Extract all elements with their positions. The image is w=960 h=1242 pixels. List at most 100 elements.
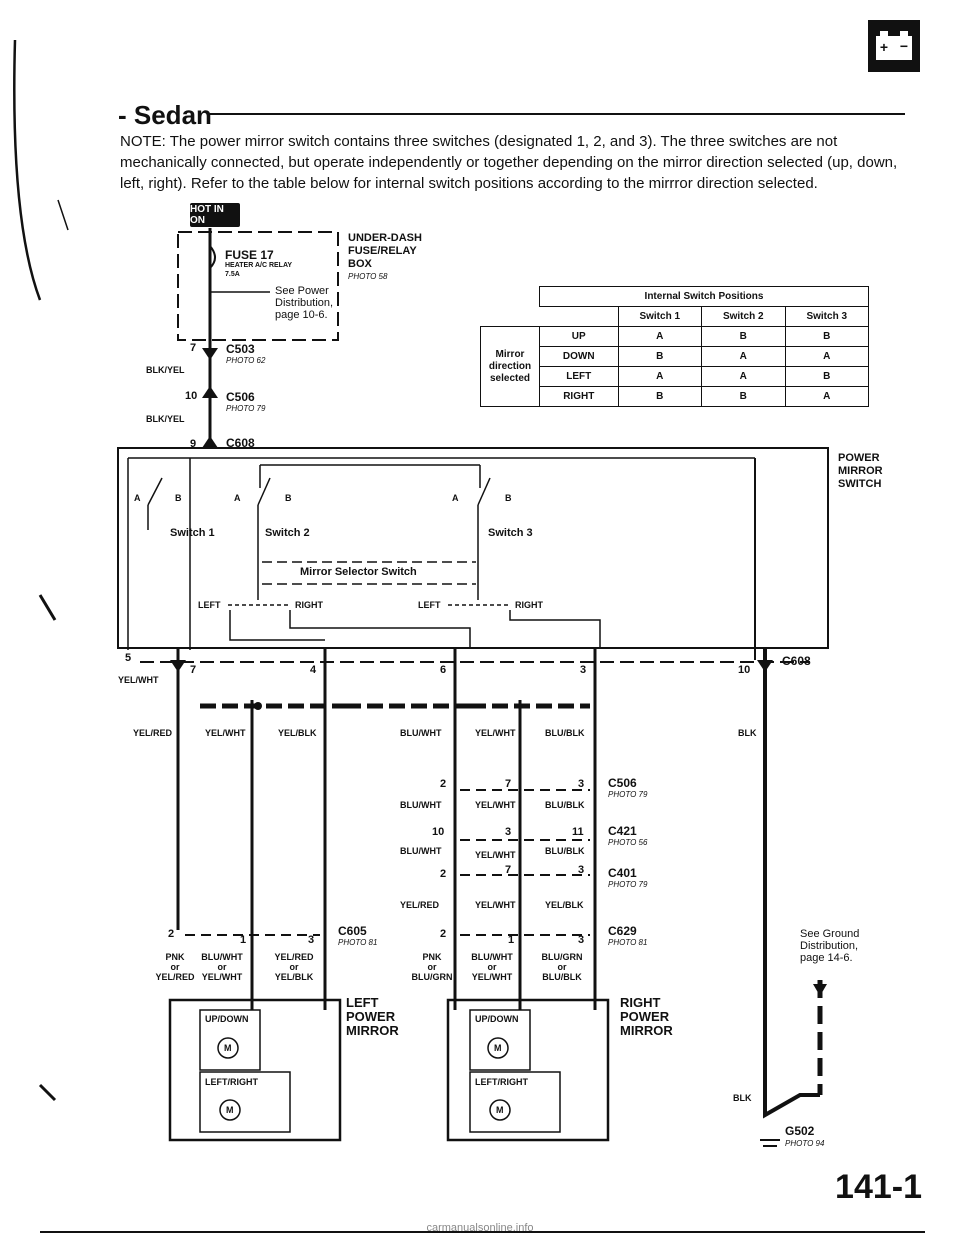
battery-icon: + − xyxy=(868,20,920,72)
c608-pin: 6 xyxy=(440,664,447,676)
wire-color: YEL/BLK xyxy=(274,972,314,982)
power-mirror-switch-label: POWER xyxy=(838,452,880,464)
connector-pin: 2 xyxy=(440,778,447,790)
connector-pin: 11 xyxy=(572,826,584,838)
connector-pin: 1 xyxy=(240,934,247,946)
table-cell: A xyxy=(617,326,702,347)
connector-pin: 9 xyxy=(190,438,197,450)
wire-color: BLU/WHT xyxy=(400,800,442,810)
connector-pin: 7 xyxy=(505,778,512,790)
connector-pin: 7 xyxy=(505,864,512,876)
wire-color: YEL/WHT xyxy=(475,900,516,910)
wire-color: BLU/BLK xyxy=(545,800,585,810)
connector-pin: 2 xyxy=(440,868,447,880)
table-cell: LEFT xyxy=(539,366,619,387)
table-cell: UP xyxy=(539,326,619,347)
table-cell: B xyxy=(617,346,702,367)
note-text: NOTE: The power mirror switch contains t… xyxy=(120,133,898,192)
contact-b: B xyxy=(505,493,512,503)
connector-name: C608 xyxy=(226,436,255,450)
connector-photo: PHOTO 81 xyxy=(338,938,378,947)
fuse-box-title: UNDER-DASH xyxy=(348,232,422,244)
connector-name: C629 xyxy=(608,924,637,938)
contact-b: B xyxy=(285,493,292,503)
motor-label: UP/DOWN xyxy=(205,1014,249,1024)
table-cell: A xyxy=(701,346,786,367)
wire-or: or xyxy=(289,962,299,972)
wire-color: BLU/WHT xyxy=(400,846,442,856)
fuse-box-title: BOX xyxy=(348,258,372,270)
table-header: Switch 3 xyxy=(784,306,869,327)
fuse-desc: HEATER A/C RELAY xyxy=(225,262,293,269)
wire-color: BLK xyxy=(733,1093,752,1103)
wire-color: BLU/WHT xyxy=(201,952,243,962)
motor-label: UP/DOWN xyxy=(475,1014,519,1024)
contact-a: A xyxy=(452,493,459,503)
table-cell: B xyxy=(617,386,702,407)
motor-icon: M xyxy=(494,1043,502,1053)
switch-1-label: Switch 1 xyxy=(170,527,215,539)
connector-photo: PHOTO 79 xyxy=(226,404,266,413)
power-mirror-switch-label: SWITCH xyxy=(838,478,882,490)
wire-or: or xyxy=(557,962,567,972)
wire-color: BLU/BLK xyxy=(542,972,582,982)
fuse-box-title: FUSE/RELAY xyxy=(348,245,417,257)
connector-pin: 3 xyxy=(578,778,585,790)
fuse-rating: 7.5A xyxy=(225,271,240,278)
table-cell: B xyxy=(701,386,786,407)
see-power: See Power xyxy=(275,285,329,297)
wire-color: PNK xyxy=(422,952,442,962)
connector-pin: 2 xyxy=(168,928,175,940)
c608-label: C608 xyxy=(782,654,811,668)
right-mirror-label: RIGHT xyxy=(620,995,661,1010)
table-cell: B xyxy=(701,326,786,347)
selector-label: Mirror Selector Switch xyxy=(300,566,417,578)
wire-color: YEL/WHT xyxy=(471,972,513,982)
row-group: Mirror direction selected xyxy=(480,326,540,407)
wire-or: or xyxy=(427,962,437,972)
power-mirror-switch-label: MIRROR xyxy=(838,465,883,477)
selector-left: LEFT xyxy=(198,600,221,610)
table-cell: RIGHT xyxy=(539,386,619,407)
connector-photo: PHOTO 81 xyxy=(608,938,648,947)
wire-color: BLK/YEL xyxy=(146,365,185,375)
motor-icon: M xyxy=(226,1105,234,1115)
connector-pin: 10 xyxy=(185,390,198,402)
wire-color: BLK/YEL xyxy=(146,414,185,424)
page-title: - Sedan xyxy=(118,100,212,130)
wire-or: or xyxy=(170,962,180,972)
see-power: Distribution, xyxy=(275,297,334,309)
connector-photo: PHOTO 56 xyxy=(608,838,648,847)
right-mirror-label: POWER xyxy=(620,1009,670,1024)
contact-a: A xyxy=(234,493,241,503)
wire-color: BLU/BLK xyxy=(545,728,585,738)
connector-name: C506 xyxy=(608,776,637,790)
c608-pin: 5 xyxy=(125,652,132,664)
table-cell: A xyxy=(784,346,869,367)
table-cell: B xyxy=(784,326,869,347)
wire-color: YEL/RED xyxy=(133,728,173,738)
selector-right: RIGHT xyxy=(515,600,543,610)
ground-name: G502 xyxy=(785,1124,815,1138)
connector-name: C506 xyxy=(226,390,255,404)
connector-pin: 3 xyxy=(505,826,512,838)
selector-left: LEFT xyxy=(418,600,441,610)
wire-color: YEL/RED xyxy=(155,972,195,982)
motor-icon: M xyxy=(496,1105,504,1115)
ground-see: page 14-6. xyxy=(800,952,853,964)
wire-color: BLU/GRN xyxy=(411,972,453,982)
wire-color: YEL/RED xyxy=(400,900,440,910)
table-header: Switch 1 xyxy=(617,306,702,327)
switch-2-label: Switch 2 xyxy=(265,527,310,539)
svg-text:−: − xyxy=(900,38,908,54)
fuse-box-photo: PHOTO 58 xyxy=(348,272,388,281)
wire-color: YEL/WHT xyxy=(475,728,516,738)
wire-or: or xyxy=(487,962,497,972)
wire-color: BLU/BLK xyxy=(545,846,585,856)
table-title: Internal Switch Positions xyxy=(539,286,869,307)
connector-pin: 7 xyxy=(190,342,197,354)
wire-color: YEL/WHT xyxy=(118,675,159,685)
fuse-name: FUSE 17 xyxy=(225,248,274,262)
wire-color: BLU/GRN xyxy=(541,952,583,962)
